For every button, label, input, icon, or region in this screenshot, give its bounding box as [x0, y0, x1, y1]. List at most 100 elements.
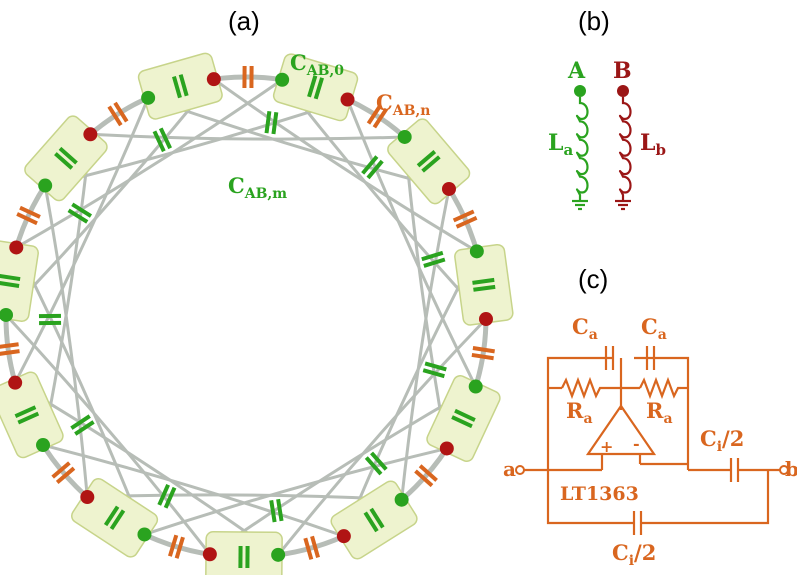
label-ra-left: Ra: [566, 398, 593, 427]
cross-capacitor: [157, 484, 177, 509]
intercell-capacitor-plate: [174, 536, 185, 559]
node-a: [137, 527, 152, 542]
node-b: [441, 181, 456, 196]
intracell-capacitor-plate: [416, 150, 437, 168]
intracell-capacitor-plate: [109, 509, 126, 531]
ring-nodes: [0, 72, 493, 562]
intercell-capacitor-plate: [310, 535, 320, 559]
ground-a-icon: [572, 199, 588, 211]
cross-capacitor: [361, 155, 384, 180]
intercell-capacitor: [51, 461, 76, 484]
node-b: [80, 490, 95, 505]
cross-capacitor: [152, 127, 172, 153]
label-ci-top: Ci/2: [700, 426, 744, 455]
intercell-capacitor: [0, 342, 20, 357]
node-b: [9, 240, 24, 255]
cross-capacitor-plate: [264, 111, 272, 134]
intercell-capacitor-plate: [418, 464, 438, 482]
inductor-a-coil: [575, 97, 589, 201]
node-b: [83, 127, 98, 142]
intracell-capacitor-plate: [451, 415, 473, 429]
cross-capacitor-plate: [163, 486, 177, 509]
cross-capacitor-plate: [364, 456, 383, 476]
node-a: [275, 72, 290, 87]
intercell-capacitor-plate: [168, 534, 179, 557]
cross-capacitor-plate: [422, 368, 445, 379]
cross-wire: [87, 493, 402, 502]
cross-capacitor: [264, 111, 279, 135]
intracell-capacitor-plate: [454, 408, 476, 422]
label-cabn: CAB,n: [376, 90, 430, 119]
cross-capacitor-plate: [269, 499, 277, 523]
cross-capacitor: [67, 202, 93, 224]
intercell-capacitor-plate: [452, 209, 475, 223]
ring-lattice: [0, 52, 514, 575]
cross-capacitor: [421, 250, 446, 268]
node-a: [141, 90, 156, 105]
terminal-b-label: b: [785, 457, 797, 481]
panel-label-a: (a): [228, 6, 260, 36]
intercell-capacitor: [16, 205, 41, 226]
cross-capacitor-plate: [74, 420, 95, 436]
intracell-capacitor-plate: [472, 277, 495, 285]
node-a: [394, 492, 409, 507]
intercell-capacitor-plate: [303, 537, 314, 560]
wire-left-top: [546, 356, 613, 464]
cross-capacitor-plate: [366, 159, 384, 180]
intracell-capacitor: [451, 408, 476, 429]
node-a: [0, 307, 14, 322]
terminal-a-icon: [515, 465, 525, 475]
node-a: [38, 178, 53, 193]
intercell-capacitor-plate: [366, 103, 383, 125]
cross-capacitor-plate: [70, 414, 91, 430]
intercell-capacitor-plate: [113, 101, 129, 123]
node-b-dot: [617, 85, 629, 97]
node-b: [439, 441, 454, 456]
intercell-capacitor-plate: [455, 216, 478, 229]
label-ci-bottom: Ci/2: [612, 540, 656, 569]
intercell-capacitor-plate: [19, 205, 41, 219]
intracell-capacitor-plate: [178, 74, 189, 97]
wire-bottom-left: [546, 470, 634, 525]
node-a-label: A: [567, 58, 586, 84]
opamp-plus: +: [600, 437, 613, 456]
cross-capacitor-plate: [361, 155, 379, 175]
resistor-right: [639, 376, 681, 400]
intercell-capacitor: [168, 534, 185, 559]
cross-wire: [15, 78, 284, 249]
node-b: [478, 312, 493, 327]
cross-capacitor-plate: [157, 484, 170, 506]
coupling-capacitors: [0, 65, 496, 569]
intracell-capacitor-plate: [0, 280, 20, 288]
wire-bottom-right: [641, 470, 770, 525]
intracell-capacitor-plate: [172, 75, 182, 99]
intercell-capacitor: [414, 464, 438, 488]
intercell-capacitor: [107, 101, 129, 127]
unit-cell-box: [71, 478, 159, 558]
cross-wire: [90, 132, 405, 141]
intercell-capacitor-plate: [0, 342, 19, 350]
label-ca-right: Ca: [641, 314, 667, 343]
cross-capacitor: [364, 451, 388, 476]
inductor-b-coil: [618, 97, 632, 201]
node-b: [8, 375, 23, 390]
intracell-capacitor: [307, 75, 324, 100]
node-a-dot: [574, 85, 586, 97]
intracell-capacitor-plate: [14, 405, 37, 418]
cross-capacitor-plate: [421, 250, 444, 262]
node-b: [206, 72, 221, 87]
cross-capacitor-plate: [158, 127, 172, 150]
intercell-capacitor: [452, 209, 478, 229]
intracell-capacitor-plate: [421, 155, 441, 173]
intercell-capacitor-plate: [51, 461, 71, 479]
intercell-capacitor: [303, 535, 320, 560]
intracell-capacitor-plate: [58, 146, 78, 165]
intracell-capacitor: [172, 74, 189, 99]
panel-b-inductors: A B La Lb: [548, 58, 666, 211]
intercell-capacitor-plate: [471, 352, 494, 361]
intercell-capacitor-plate: [107, 105, 123, 127]
intercell-capacitor: [471, 346, 495, 361]
cross-capacitor-plate: [276, 498, 284, 522]
cross-capacitor-plate: [67, 208, 89, 224]
resistor-left: [561, 376, 603, 400]
